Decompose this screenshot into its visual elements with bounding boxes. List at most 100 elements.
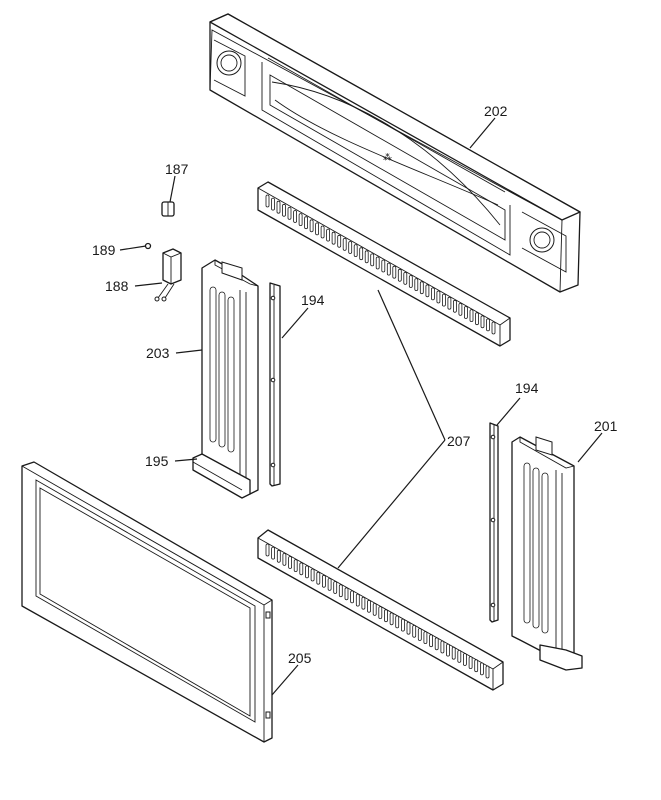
label-202: 202 [484,103,508,119]
vent-slot [353,244,358,258]
vent-slot [299,562,304,576]
label-194-left: 194 [301,292,325,308]
vent-slot [395,615,400,629]
vent-slot [337,234,342,248]
vent-slot [287,206,292,220]
part-188-thermal-fuse[interactable] [154,248,182,302]
vent-slot [447,296,452,310]
vent-slot [406,621,411,635]
vent-slot [485,665,490,679]
leader-203 [175,349,203,354]
label-205: 205 [288,650,312,666]
vent-slot [419,281,424,295]
vent-slot [331,231,336,245]
leader-195 [174,458,198,462]
vent-slot [305,565,309,579]
vent-slot [400,618,405,632]
vent-slot [361,596,366,610]
part-207-upper-vent-grille[interactable] [257,181,511,347]
vent-slot [265,194,270,208]
vent-slot [304,216,309,230]
vent-slot [288,556,293,569]
leader-205 [271,664,299,696]
label-194-right: 194 [515,380,539,396]
vent-slot [372,603,377,616]
label-207: 207 [447,433,471,449]
label-203: 203 [146,345,170,361]
leader-187 [169,175,176,203]
leader-lines [119,117,603,696]
vent-slot [389,612,394,626]
vent-slot [282,203,286,217]
vent-slot [310,568,315,582]
vent-slot [282,553,287,566]
vent-slot [429,634,434,648]
vent-slot [440,640,445,654]
vent-slot [451,646,456,660]
part-labels: 202 187 189 188 203 194 195 207 194 201 … [92,103,618,666]
vent-slot [315,222,320,236]
vent-slot [342,237,347,251]
vent-slot [348,241,353,254]
vent-slot [474,659,479,673]
label-188: 188 [105,278,129,294]
vent-slot [384,609,388,623]
vent-slot [355,593,360,607]
vent-slot [446,643,450,657]
vent-slot [364,250,369,264]
part-203-left-side-panel[interactable] [201,259,259,495]
vent-slot [344,587,349,601]
vent-slot [458,302,463,316]
leader-194-right [496,397,521,426]
leader-189 [119,245,147,251]
vent-slot [271,546,276,560]
part-195-panel-base[interactable] [192,453,251,499]
part-205-door-frame[interactable] [21,461,273,743]
vent-slot [425,284,430,298]
vent-slot [491,321,496,335]
vent-slot [367,599,371,613]
label-195: 195 [145,453,169,469]
vent-slot [486,318,490,332]
label-187: 187 [165,161,189,177]
vent-slot [293,210,298,223]
vent-slot [265,543,270,557]
vent-slot [463,306,468,319]
vent-slot [378,606,383,619]
part-194-left-strip[interactable] [269,282,281,487]
leader-201 [577,432,603,463]
vent-slot [276,549,281,563]
logo-mark: ⁂ [383,152,392,162]
label-189: 189 [92,242,116,258]
upper-vent-slots [265,194,496,335]
leader-207-lower [337,439,446,569]
vent-slot [276,200,281,214]
leader-207-upper [377,289,446,441]
vent-slot [333,581,338,594]
part-207-lower-vent-grille[interactable] [257,529,504,691]
part-202-top-trim-bar[interactable]: ⁂ [209,13,581,293]
vent-slot [434,637,439,651]
vent-slot [381,259,386,273]
part-194-right-strip[interactable] [489,422,499,623]
part-201-right-side-panel[interactable] [511,436,583,671]
vent-slot [271,197,275,211]
vent-slot [480,315,485,329]
vent-slot [321,574,326,588]
vent-slot [408,275,413,288]
vent-slot [475,312,479,326]
vent-slot [370,253,375,267]
part-189-screw[interactable] [144,242,152,250]
vent-slot [414,278,419,292]
vent-slot [309,219,314,233]
vent-slot [397,268,402,282]
vent-slot [441,293,446,307]
vent-slot [320,225,325,239]
vent-slot [468,656,473,669]
vent-slot [392,265,397,279]
vent-slot [359,247,364,261]
vent-slot [423,631,428,644]
vent-slot [430,287,435,301]
part-187-switch[interactable] [161,201,175,217]
